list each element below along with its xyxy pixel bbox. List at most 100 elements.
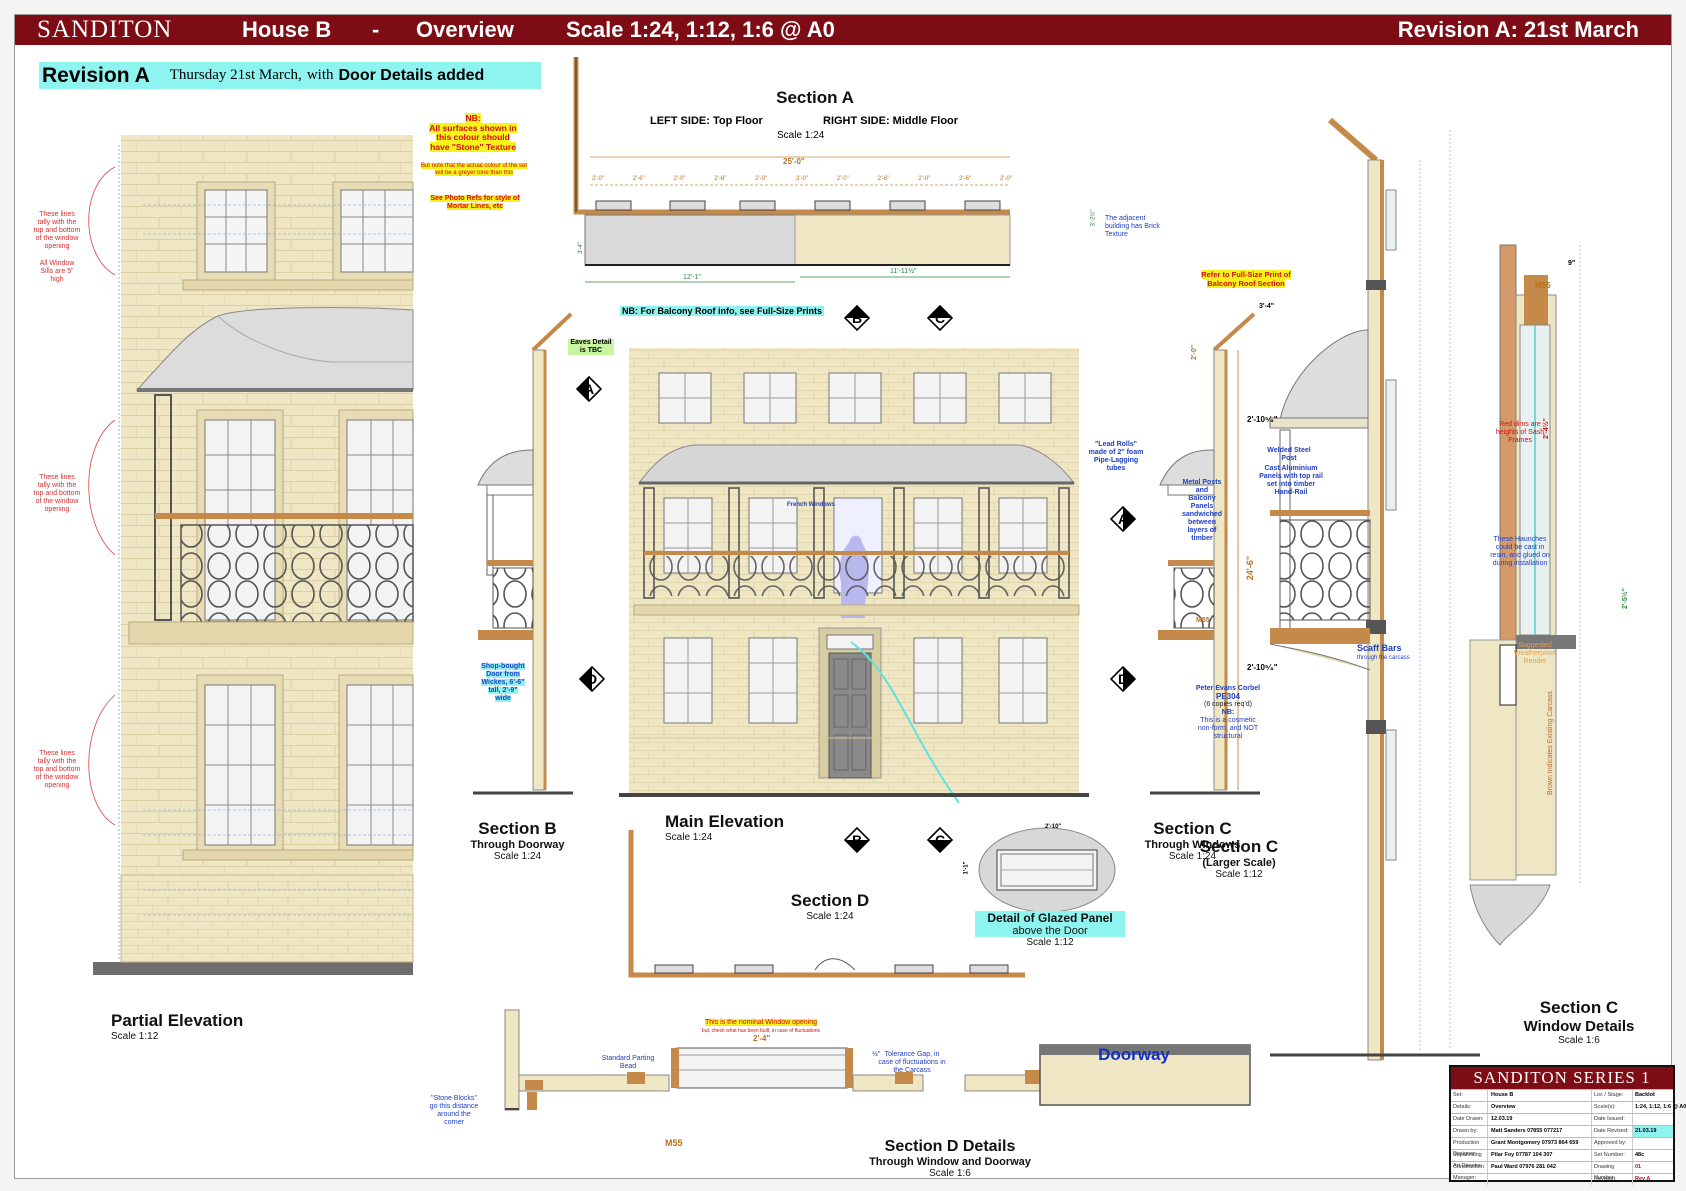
section-a-scale: Scale 1:24 — [777, 130, 825, 141]
red-dims-note: Red dims are heights of Sash Frames — [1495, 421, 1545, 444]
marker-label: B — [851, 310, 863, 326]
sectionDD-scale: Scale 1:6 — [929, 1168, 971, 1179]
nb-small: But note that the actual colour of the s… — [420, 163, 528, 176]
section-marker-b-bottom[interactable]: B — [843, 826, 871, 854]
nb-body: All surfaces shown in this colour should… — [429, 122, 517, 152]
window-details-label: Section C Window Details Scale 1:6 — [1515, 998, 1643, 1046]
m55-window-label: M55 — [1535, 281, 1551, 290]
title-block-key: Drawing Number: — [1591, 1162, 1633, 1181]
title-block-key: Set Number: — [1591, 1150, 1633, 1161]
marker-label: C — [934, 310, 946, 326]
section-b-drawing — [473, 312, 573, 795]
section-c-drawing — [1150, 312, 1260, 795]
title-block-row: Construction Manager:Paul Ward 07976 281… — [1451, 1161, 1673, 1181]
revision-banner: Revision A Thursday 21st March, with Doo… — [39, 62, 541, 89]
section-marker-d-right[interactable]: D — [1109, 665, 1137, 693]
nb-title: NB: — [465, 113, 481, 123]
lead-rolls-note: "Lead Rolls" made of 2" foam Pipe-Laggin… — [1088, 441, 1144, 472]
bay-dim: 2'-6" — [877, 176, 890, 182]
section-b-label: Section B Through Doorway Scale 1:24 — [455, 819, 580, 862]
title-block-key: Loc / Stage: — [1591, 1090, 1633, 1101]
glazed-sub: above the Door — [975, 925, 1125, 937]
drawing-sheet: SANDITON House B - Overview Scale 1:24, … — [14, 14, 1686, 1185]
section-a-bay-dims: 2'-0"2'-6"2'-0"2'-6"2'-0"3'-0"2'-0"2'-6"… — [592, 176, 1012, 182]
bay-dim: 2'-0" — [755, 176, 768, 182]
sectionDD-sub: Through Window and Doorway — [869, 1156, 1031, 1168]
glazed-title: Detail of Glazed Panel — [975, 911, 1125, 925]
section-d-details-drawing — [504, 1009, 1251, 1111]
title-block-value: 01 — [1635, 1164, 1642, 1170]
title-block-key: Supervising Art Director: — [1451, 1150, 1488, 1169]
revision-with: with — [306, 67, 334, 83]
section-a-depth-dim-2: 3'-2½" — [1090, 209, 1097, 227]
section-marker-a-left[interactable]: A — [575, 375, 603, 403]
section-c-large-drawing — [1269, 117, 1480, 1061]
section-b-sub: Through Doorway — [470, 839, 565, 851]
partial-elevation-red-arcs — [88, 166, 116, 826]
adjacent-building-note: The adjacent building has Brick Texture — [1105, 215, 1160, 238]
title-block-value: Overview — [1491, 1104, 1516, 1110]
section-d-plan — [628, 830, 1025, 978]
secD-window-dim: 2'-4" — [753, 1034, 771, 1043]
title-block-value — [1633, 1114, 1673, 1125]
header-dash: - — [372, 17, 380, 42]
bay-dim: 2'-0" — [999, 176, 1012, 182]
bay-dim: 2'-0" — [592, 176, 604, 182]
main-elevation-drawing — [619, 348, 1089, 804]
win-width-dim: 9" — [1568, 260, 1576, 267]
corbel-title: Peter Evans Corbel — [1195, 685, 1261, 692]
marker-label: B — [851, 832, 863, 848]
section-d-label: Section D Scale 1:24 — [775, 891, 885, 922]
corbel-body: This is a cosmetic non-form, and NOT str… — [1197, 717, 1259, 740]
bay-dim: 2'-6" — [959, 176, 972, 182]
title-block-value: 12.03.19 — [1491, 1116, 1513, 1122]
bay-dim: 2'-0" — [836, 176, 849, 182]
title-block-head: SANDITON SERIES 1 — [1451, 1067, 1673, 1089]
scaff-bars-label: Scaff Bars — [1357, 643, 1402, 653]
section-a-right-dim: 11'-11½" — [890, 268, 917, 275]
brand-title: SANDITON — [37, 16, 173, 43]
marker-label: A — [583, 381, 595, 397]
sectionCL-scale: Scale 1:12 — [1215, 869, 1263, 880]
title-block-value: 1:24, 1:12, 1:6 @ A0 — [1635, 1104, 1686, 1110]
standard-bead-note: Standard Parting Bead — [601, 1055, 655, 1070]
sectionCW-scale: Scale 1:6 — [1558, 1035, 1600, 1046]
nominal-window: This is the nominal Window opening — [704, 1019, 818, 1026]
glazed-width-dim: 2'-10" — [1045, 824, 1062, 830]
corbel-nb: NB: — [1221, 709, 1235, 716]
corbel-req: (6 copies req'd) — [1203, 701, 1253, 708]
title-block-key: Date Issued: — [1591, 1114, 1633, 1125]
section-a-plan — [573, 57, 1011, 283]
title-block-key: Approved by: — [1591, 1138, 1633, 1149]
doorway-right-block — [1099, 1077, 1249, 1093]
secC-w2-dim: 2'-10⁵⁄₈" — [1247, 663, 1278, 672]
secC-w1-dim: 2'-10⁵⁄₈" — [1247, 415, 1278, 424]
corbel-code: PE304 — [1215, 692, 1241, 701]
section-marker-c-bottom[interactable]: C — [926, 826, 954, 854]
revision-date: Thursday 21st March, — [169, 67, 302, 83]
scale-title: Scale 1:24, 1:12, 1:6 @ A0 — [566, 17, 835, 42]
shop-door-note: Shop-bought Door from Wickes, 6'-6" tall… — [481, 663, 525, 703]
window-details-drawing — [1469, 244, 1581, 946]
sectionDD-title: Section D Details — [884, 1138, 1016, 1155]
title-block-value: Paul Ward 07976 281 042 — [1491, 1164, 1556, 1170]
section-marker-c-top[interactable]: C — [926, 304, 954, 332]
section-d-title: Section D — [790, 891, 870, 910]
french-windows-note: French Windows — [787, 502, 835, 508]
eaves-note: Eaves Detail is TBC — [568, 339, 614, 355]
section-marker-a-right[interactable]: A — [1109, 505, 1137, 533]
section-marker-b-top[interactable]: B — [843, 304, 871, 332]
glazed-scale: Scale 1:12 — [1026, 937, 1074, 948]
metal-posts-note: Metal Posts and Balcony Panels sandwiche… — [1182, 479, 1223, 542]
section-marker-d-left[interactable]: D — [578, 665, 606, 693]
win-h2-dim: 2'-5½" — [1621, 588, 1629, 609]
haunches-note: These Haunches could be cast in resin, a… — [1490, 536, 1550, 567]
title-block-row: Production Designer:Grant Montgomery 079… — [1451, 1137, 1673, 1157]
tolerance-dim: ½" — [872, 1051, 881, 1058]
house-title: House B — [242, 17, 332, 42]
section-b-scale: Scale 1:24 — [493, 851, 542, 862]
title-block-key — [1451, 1174, 1488, 1185]
section-a-total-dim: 25'-0" — [783, 157, 805, 166]
